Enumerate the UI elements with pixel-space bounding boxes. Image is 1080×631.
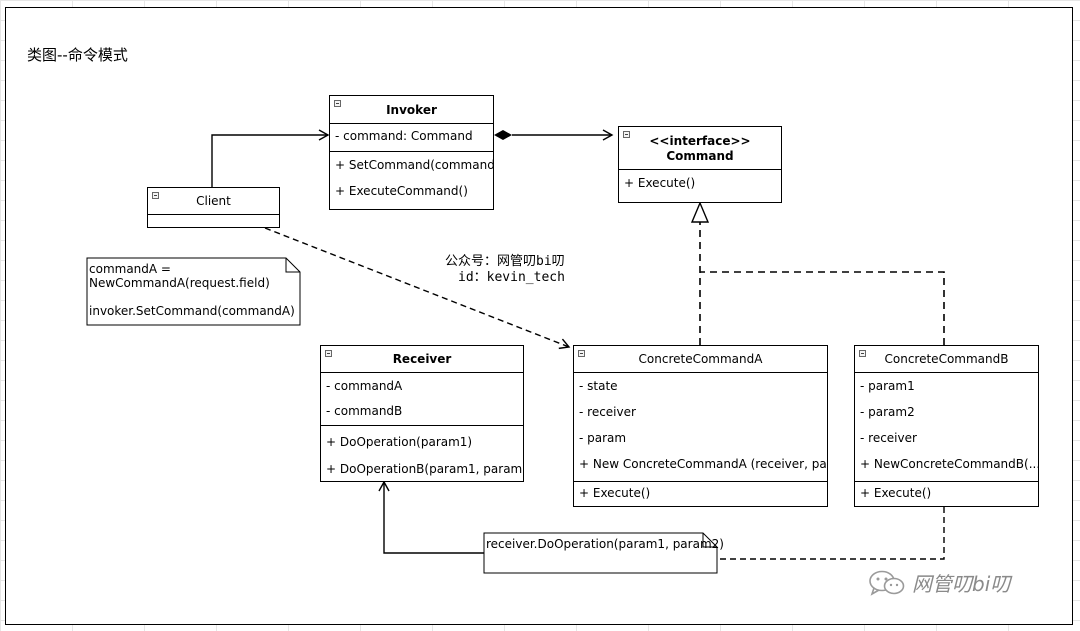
collapse-icon[interactable] xyxy=(325,350,332,357)
wechat-icon xyxy=(869,570,905,596)
command-stereotype: <<interface>> xyxy=(649,134,751,148)
invoker-class[interactable]: Invoker - command: Command + SetCommand(… xyxy=(329,95,494,210)
invoker-attributes: - command: Command xyxy=(330,124,493,152)
concretea-methods: + Execute() xyxy=(574,482,827,500)
brand-watermark: 网管叨bi叨 xyxy=(868,568,1010,597)
concreteb-realization xyxy=(700,271,945,345)
client-invoker-association xyxy=(211,129,330,187)
invoker-methods: + SetCommand(command) + ExecuteCommand() xyxy=(330,152,493,198)
client-concretea-dependency xyxy=(264,227,571,350)
client-note[interactable]: commandA = NewCommandA(request.field) in… xyxy=(87,260,297,324)
invoker-name: Invoker xyxy=(386,103,437,117)
concretea-name: ConcreteCommandA xyxy=(638,352,763,366)
concreteb-header: ConcreteCommandB xyxy=(855,346,1038,373)
receiver-name: Receiver xyxy=(392,352,452,366)
receiver-method: + DoOperation(param1) xyxy=(326,435,473,449)
realization-triangle xyxy=(690,201,710,223)
receiver-class[interactable]: Receiver - commandA - commandB + DoOpera… xyxy=(320,345,524,482)
command-interface[interactable]: <<interface>> Command + Execute() xyxy=(618,126,782,203)
note-line: NewCommandA(request.field) xyxy=(89,276,270,290)
client-class[interactable]: Client xyxy=(147,187,280,228)
command-method: + Execute() xyxy=(624,176,696,190)
concreteb-name: ConcreteCommandB xyxy=(884,352,1009,366)
command-header: <<interface>> Command xyxy=(619,127,781,170)
client-header: Client xyxy=(148,188,279,215)
concretea-attr: + New ConcreteCommandA (receiver, param) xyxy=(579,457,827,471)
note-receiver-association xyxy=(378,480,484,554)
note-line: invoker.SetCommand(commandA) xyxy=(89,304,295,318)
receiver-method: + DoOperationB(param1, param2) xyxy=(326,462,523,476)
concretea-method: + Execute() xyxy=(579,486,651,500)
concrete-command-a-class[interactable]: ConcreteCommandA - state - receiver - pa… xyxy=(573,345,828,507)
concreteb-note-link xyxy=(718,507,945,560)
note-line: receiver.DoOperation(param1, param2) xyxy=(486,537,724,551)
command-methods: + Execute() xyxy=(619,170,781,190)
collapse-icon[interactable] xyxy=(578,350,585,357)
watermark-line2: id：kevin_tech xyxy=(458,270,565,285)
concreteb-attr: - param2 xyxy=(860,405,915,419)
concretea-attr: - receiver xyxy=(579,405,636,419)
concretea-attr: - state xyxy=(579,379,618,393)
receiver-note[interactable]: receiver.DoOperation(param1, param2) xyxy=(484,535,724,571)
receiver-attr: - commandA xyxy=(326,379,403,393)
concreteb-attr: + NewConcreteCommandB(...) xyxy=(860,457,1038,471)
receiver-note-shape xyxy=(483,532,718,574)
invoker-header: Invoker xyxy=(330,96,493,124)
collapse-icon[interactable] xyxy=(334,100,341,107)
receiver-methods: + DoOperation(param1) + DoOperationB(par… xyxy=(321,426,523,476)
note-line: commandA = xyxy=(89,262,171,276)
concretea-header: ConcreteCommandA xyxy=(574,346,827,373)
receiver-header: Receiver xyxy=(321,346,523,373)
concreteb-attr: - receiver xyxy=(860,431,917,445)
concreteb-attr: - param1 xyxy=(860,379,915,393)
collapse-icon[interactable] xyxy=(859,350,866,357)
client-note-shape xyxy=(86,257,301,326)
concretea-attr: - param xyxy=(579,431,627,445)
receiver-attr: - commandB xyxy=(326,404,403,418)
concreteb-method: + Execute() xyxy=(860,486,932,500)
command-name: Command xyxy=(666,149,734,163)
watermark-line1: 公众号：网管叨bi叨 xyxy=(445,254,565,269)
collapse-icon[interactable] xyxy=(152,192,159,199)
diagram-title: 类图--命令模式 xyxy=(27,46,128,64)
brand-text: 网管叨bi叨 xyxy=(912,572,1011,596)
composition-diamond xyxy=(494,130,512,140)
invoker-method: + SetCommand(command) xyxy=(335,158,493,172)
concretea-attributes: - state - receiver - param + New Concret… xyxy=(574,373,827,482)
concrete-command-b-class[interactable]: ConcreteCommandB - param1 - param2 - rec… xyxy=(854,345,1039,507)
concreteb-attributes: - param1 - param2 - receiver + NewConcre… xyxy=(855,373,1038,482)
client-name: Client xyxy=(196,194,231,208)
invoker-attr: - command: Command xyxy=(335,129,473,143)
receiver-attributes: - commandA - commandB xyxy=(321,373,523,426)
invoker-method: + ExecuteCommand() xyxy=(335,184,468,198)
concreteb-methods: + Execute() xyxy=(855,482,1038,500)
note-line xyxy=(89,290,295,304)
collapse-icon[interactable] xyxy=(623,131,630,138)
